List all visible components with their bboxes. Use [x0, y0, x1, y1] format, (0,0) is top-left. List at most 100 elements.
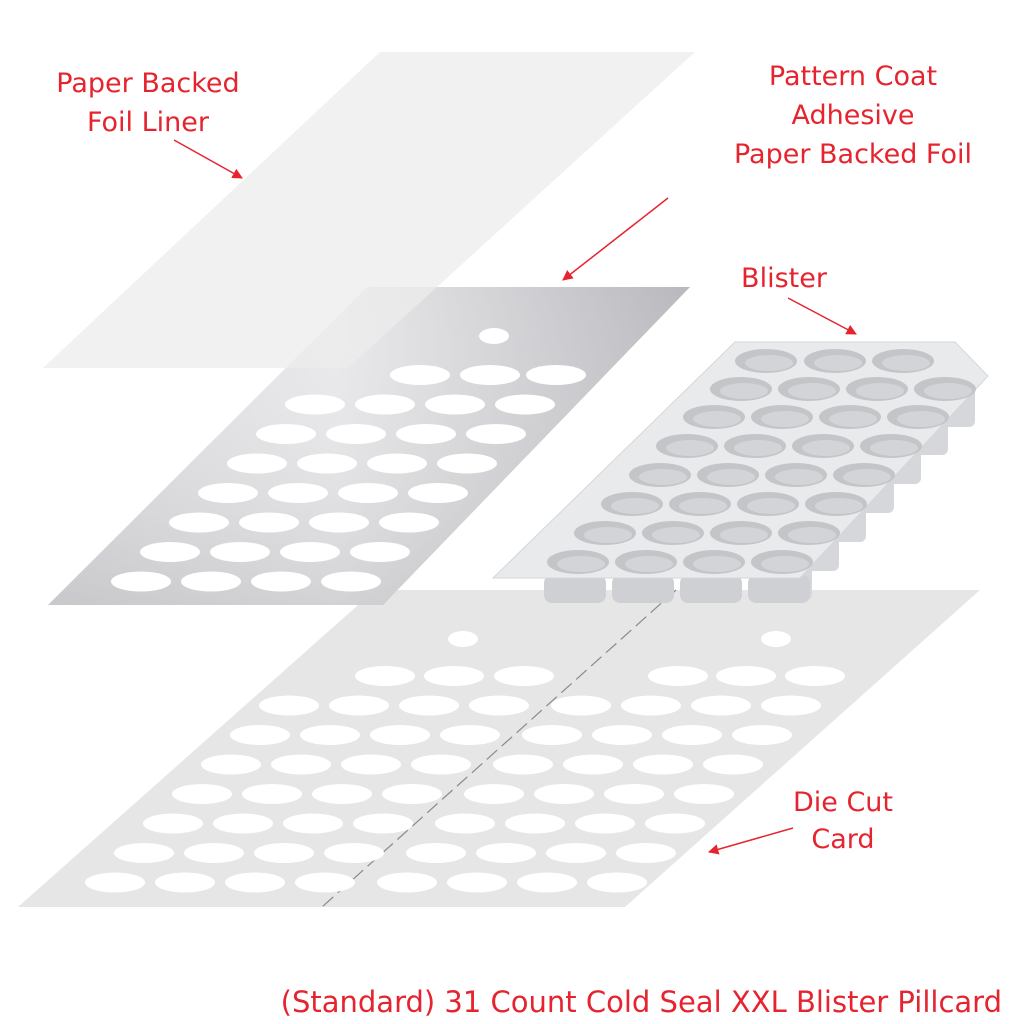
- blister-cavity-floor: [788, 383, 836, 399]
- card-hole: [230, 725, 290, 745]
- blister-cavity-floor: [625, 556, 673, 572]
- card-hole: [225, 872, 285, 893]
- blister-label: Blister: [741, 263, 828, 294]
- foil-hole: [326, 424, 386, 444]
- card-cavity-holes: [85, 666, 845, 893]
- foil-hole: [495, 394, 555, 415]
- foil-hole: [466, 424, 526, 444]
- card-hole: [411, 754, 471, 775]
- foil-hole: [338, 483, 398, 503]
- blister-cavity-floor: [693, 556, 741, 572]
- blister-cavity-floor: [693, 411, 741, 427]
- card-hole: [703, 754, 763, 775]
- card-hole: [295, 872, 355, 893]
- foil-hole: [367, 453, 427, 474]
- card-hang-hole-right: [761, 631, 791, 647]
- card-hole: [341, 754, 401, 775]
- foil-hole: [280, 542, 340, 562]
- card-hole: [355, 666, 415, 686]
- foil-hole: [437, 453, 497, 474]
- blister-cavity-floor: [870, 440, 918, 456]
- foil-hole: [181, 571, 241, 592]
- card-hole: [283, 813, 343, 834]
- card-hole: [476, 843, 536, 863]
- foil-hang-hole: [479, 328, 509, 344]
- card-hole: [382, 784, 442, 804]
- foil-hole: [227, 453, 287, 474]
- foil-hole: [251, 571, 311, 592]
- card-hole: [732, 725, 792, 745]
- blister-cavity-floor: [815, 498, 863, 514]
- paper-backed-foil-liner-layer: [43, 52, 695, 368]
- foil-hole: [396, 424, 456, 444]
- card-hole: [674, 784, 734, 804]
- card-hole: [271, 754, 331, 775]
- card-hole: [469, 695, 529, 716]
- foil-hole: [408, 483, 468, 503]
- blister-cavities: [547, 349, 976, 574]
- card-hole: [575, 813, 635, 834]
- foil-hole: [256, 424, 316, 444]
- blister-cavity-floor: [761, 556, 809, 572]
- blister-cavity-floor: [745, 355, 793, 371]
- card-hole: [114, 843, 174, 863]
- liner-arrow: [173, 139, 243, 179]
- blister-cavity-floor: [707, 469, 755, 485]
- card-hole: [662, 725, 722, 745]
- card-hole: [551, 695, 611, 716]
- card-hole: [633, 754, 693, 775]
- card-hole: [399, 695, 459, 716]
- blister-cavity-floor: [788, 527, 836, 543]
- foil-hole: [285, 394, 345, 415]
- card-hole: [546, 843, 606, 863]
- card-hole: [172, 784, 232, 804]
- blister-cavity-wall: [612, 575, 674, 603]
- card-hole: [377, 872, 437, 893]
- blister-cavity-floor: [843, 469, 891, 485]
- blister-cavity-floor: [557, 556, 605, 572]
- foil-hole: [379, 512, 439, 533]
- blister-cavity-floor: [775, 469, 823, 485]
- card-hole: [563, 754, 623, 775]
- liner-label-line1: Paper Backed: [56, 68, 239, 99]
- card-hole: [242, 784, 302, 804]
- card-hole: [440, 725, 500, 745]
- foil-hole: [210, 542, 270, 562]
- card-hole: [259, 695, 319, 716]
- card-hole: [312, 784, 372, 804]
- card-hole: [645, 813, 705, 834]
- card-hole: [143, 813, 203, 834]
- blister-cavity-floor: [924, 383, 972, 399]
- blister-cavity-wall: [748, 575, 810, 603]
- card-hole: [616, 843, 676, 863]
- card-hole: [505, 813, 565, 834]
- card-hole: [155, 872, 215, 893]
- card-hole: [184, 843, 244, 863]
- blister-cavity-floor: [761, 411, 809, 427]
- foil-hole: [268, 483, 328, 503]
- foil-label-line1: Pattern Coat: [769, 61, 937, 92]
- foil-liner-sheet: [43, 52, 695, 368]
- foil-hole: [390, 365, 450, 385]
- card-label-line1: Die Cut: [793, 787, 893, 818]
- card-hole: [587, 872, 647, 893]
- blister-cavity-floor: [611, 498, 659, 514]
- card-hole: [534, 784, 594, 804]
- blister-cavity-floor: [639, 469, 687, 485]
- foil-hole: [309, 512, 369, 533]
- card-arrow: [707, 827, 794, 855]
- card-hole: [691, 695, 751, 716]
- card-hole: [621, 695, 681, 716]
- paper-backed-foil-layer: [48, 287, 690, 605]
- blister-cavity-floor: [734, 440, 782, 456]
- blister-cavity-floor: [829, 411, 877, 427]
- card-hole: [353, 813, 413, 834]
- blister-cavity-floor: [897, 411, 945, 427]
- blister-cavity-floor: [679, 498, 727, 514]
- blister-cavity-floor: [720, 527, 768, 543]
- foil-hole: [111, 571, 171, 592]
- card-hole: [324, 843, 384, 863]
- card-hole: [493, 754, 553, 775]
- card-hole: [517, 872, 577, 893]
